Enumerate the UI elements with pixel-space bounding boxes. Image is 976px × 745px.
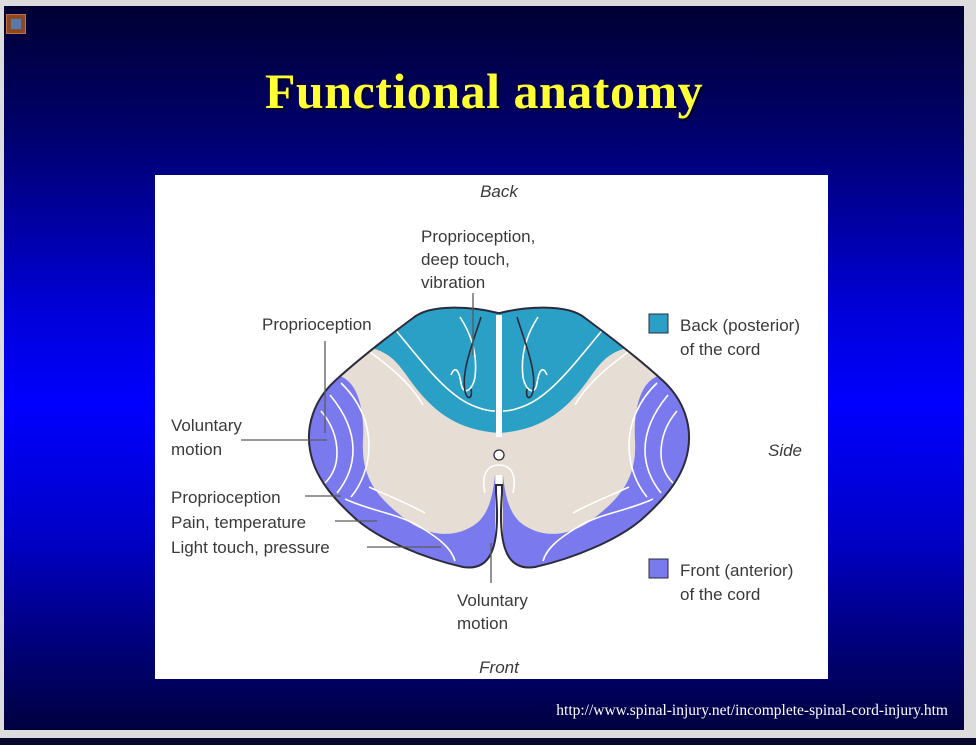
label-proprioception-left: Proprioception [171, 488, 281, 507]
label-dorsal-column-3: vibration [421, 273, 485, 292]
label-voluntary-motion-bottom-2: motion [457, 614, 508, 633]
source-url[interactable]: http://www.spinal-injury.net/incomplete-… [556, 702, 948, 719]
label-side: Side [768, 441, 802, 460]
anterior-median-fissure [496, 475, 502, 505]
spinal-cord-diagram: Back Side Front Proprioception, deep tou… [171, 182, 802, 677]
leader-lines [241, 293, 492, 583]
central-canal [493, 449, 505, 461]
label-voluntary-motion-left-2: motion [171, 440, 222, 459]
legend-swatch-anterior [648, 558, 669, 579]
legend-anterior-line1: Front (anterior) [680, 561, 793, 580]
label-dorsal-column-2: deep touch, [421, 250, 510, 269]
label-front: Front [479, 658, 520, 677]
spinal-cord-figure: Back Side Front Proprioception, deep tou… [155, 175, 828, 679]
label-back: Back [480, 182, 519, 201]
dorsal-horn-lines [463, 316, 535, 399]
label-pain-temperature: Pain, temperature [171, 513, 306, 532]
legend-posterior-line1: Back (posterior) [680, 316, 800, 335]
posterior-median-septum [496, 315, 502, 437]
label-light-touch-pressure: Light touch, pressure [171, 538, 330, 557]
label-dorsal-column-1: Proprioception, [421, 227, 535, 246]
tract-lines [320, 316, 678, 562]
slide-menu-icon[interactable] [6, 14, 26, 34]
legend-posterior-line2: of the cord [680, 340, 760, 359]
label-voluntary-motion-left-1: Voluntary [171, 416, 242, 435]
label-proprioception-top: Proprioception [262, 315, 372, 334]
legend-swatch-posterior [648, 313, 669, 334]
legend-anterior-line2: of the cord [680, 585, 760, 604]
bottom-strip [0, 738, 976, 745]
label-voluntary-motion-bottom-1: Voluntary [457, 591, 528, 610]
slide-title: Functional anatomy [264, 63, 704, 119]
cord-outline [307, 306, 691, 569]
